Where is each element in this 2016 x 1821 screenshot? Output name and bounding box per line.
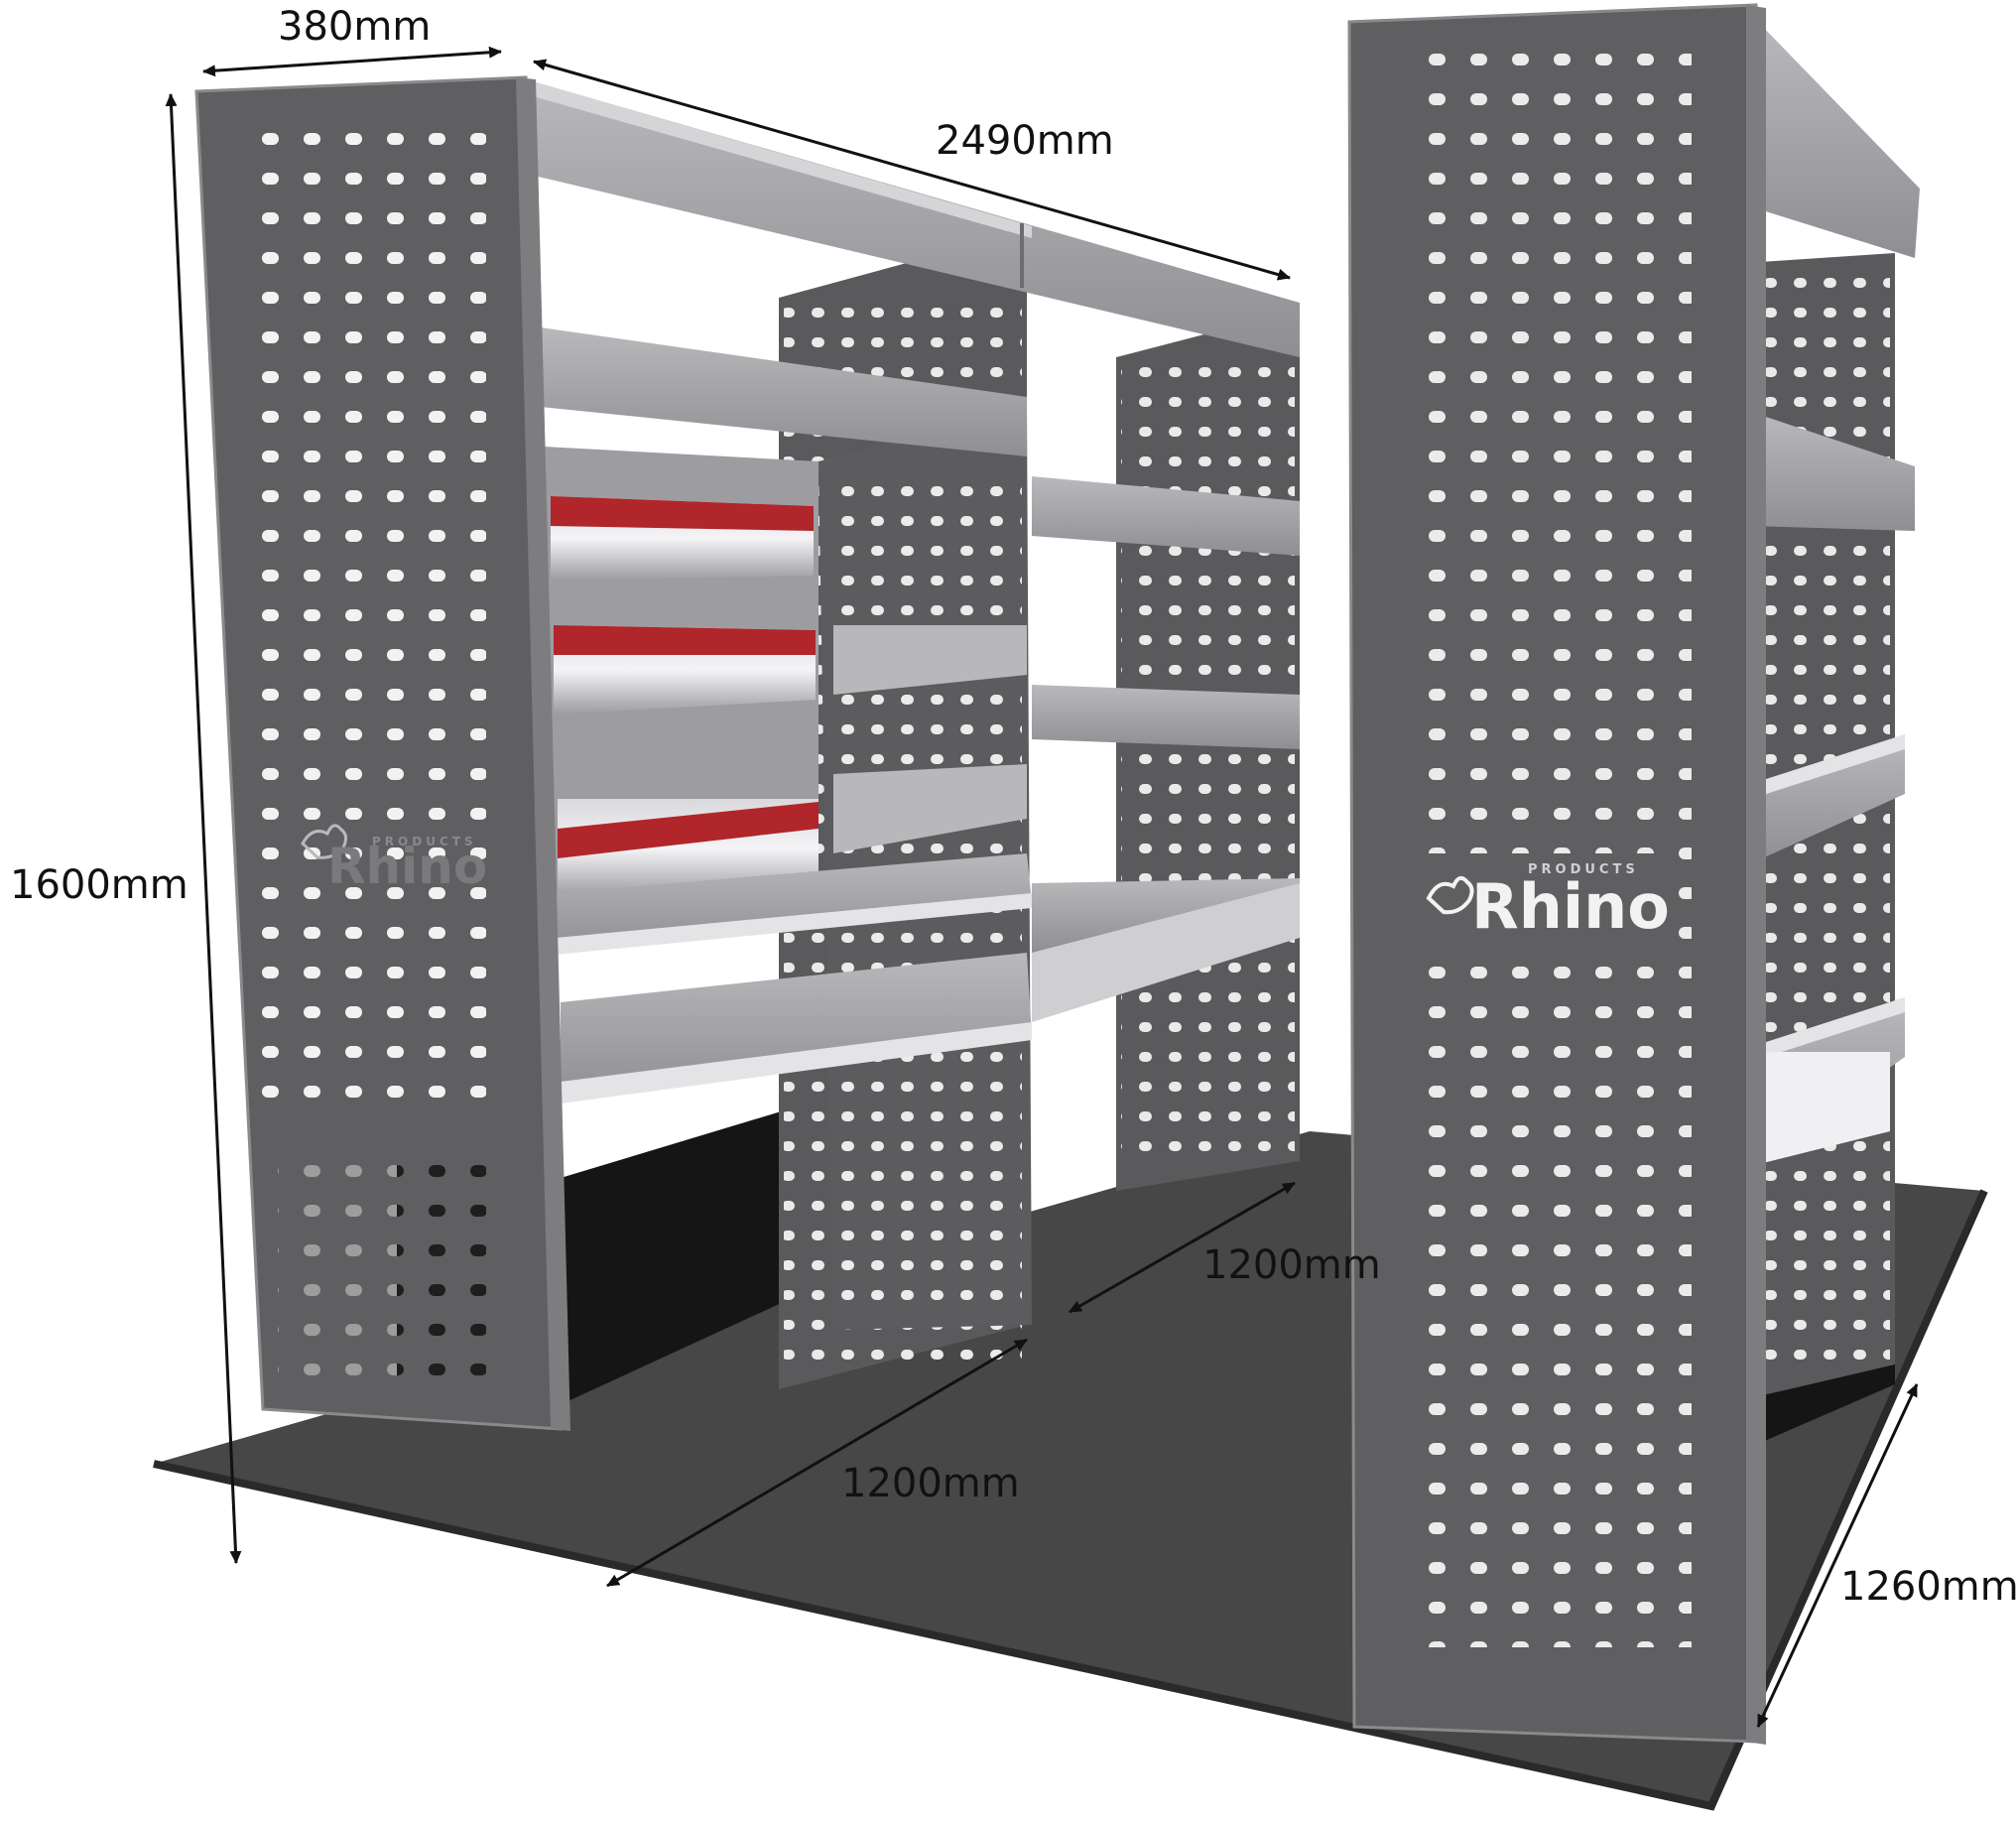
length-dimension-label: 2490mm xyxy=(936,118,1114,164)
right-top-shelf xyxy=(1756,20,1920,258)
lower-shelf-right xyxy=(1032,883,1300,1022)
height-dimension-line xyxy=(165,93,242,1564)
right-shelf-2 xyxy=(1751,734,1905,863)
right-racking-unit: Rhino PRODUCTS xyxy=(1347,3,1920,1745)
lower-shelf-1-lip xyxy=(556,893,1032,955)
right-logo-text: Rhino xyxy=(1471,870,1670,943)
far-end-panel-holes xyxy=(1121,362,1295,1156)
right-logo-small: PRODUCTS xyxy=(1528,862,1639,877)
rear-bay-dimension-line xyxy=(1069,1181,1296,1314)
right-panel-logo: Rhino PRODUCTS xyxy=(1414,853,1670,943)
right-shelf-1 xyxy=(1751,412,1915,531)
drawer-2-handle[interactable] xyxy=(554,625,816,655)
lower-shelf-2-lip xyxy=(561,1022,1032,1104)
drawer-3-handle[interactable] xyxy=(558,802,819,858)
right-shelf-2-lip xyxy=(1751,734,1905,799)
right-front-end-panel-side xyxy=(1746,5,1766,1745)
height-dimension-label: 1600mm xyxy=(10,862,189,908)
rhino-head-icon xyxy=(301,824,348,859)
drawer-1-handle[interactable] xyxy=(551,496,814,531)
right-depth-dimension-line xyxy=(1756,1383,1919,1728)
cubby-top xyxy=(833,625,1027,695)
cubby-bottom xyxy=(833,764,1027,853)
dimension-annotations: 380mm 2490mm 1600mm 1200mm 1200mm 1260mm xyxy=(10,4,2016,1728)
left-front-end-panel-side xyxy=(516,77,570,1431)
rhino-head-icon xyxy=(1426,875,1474,915)
right-shelf-floor-insert xyxy=(1751,1052,1890,1166)
lower-shelf-2 xyxy=(561,953,1032,1102)
left-logo-text: Rhino xyxy=(327,838,487,895)
front-bay-dimension-label: 1200mm xyxy=(841,1461,1020,1506)
depth-dimension-label: 380mm xyxy=(278,4,431,50)
front-bay-dimension-line xyxy=(606,1338,1028,1588)
rear-bay-dimension-label: 1200mm xyxy=(1202,1242,1381,1288)
right-bay-shelf-1 xyxy=(1032,685,1300,749)
right-front-panel-holes xyxy=(1414,40,1692,1647)
drawer-unit xyxy=(544,447,819,918)
second-shelf xyxy=(541,327,1027,456)
right-logo-backing xyxy=(1414,853,1662,943)
left-logo-small: PRODUCTS xyxy=(372,835,477,848)
right-depth-dimension-label: 1260mm xyxy=(1840,1564,2016,1610)
second-shelf-right xyxy=(1032,476,1300,556)
left-panel-logo: Rhino PRODUCTS xyxy=(301,824,487,895)
right-shelf-3-lip xyxy=(1751,997,1905,1062)
length-dimension-line xyxy=(533,59,1291,281)
depth-dimension-line xyxy=(202,46,502,77)
left-front-panel-holes xyxy=(258,109,486,1379)
